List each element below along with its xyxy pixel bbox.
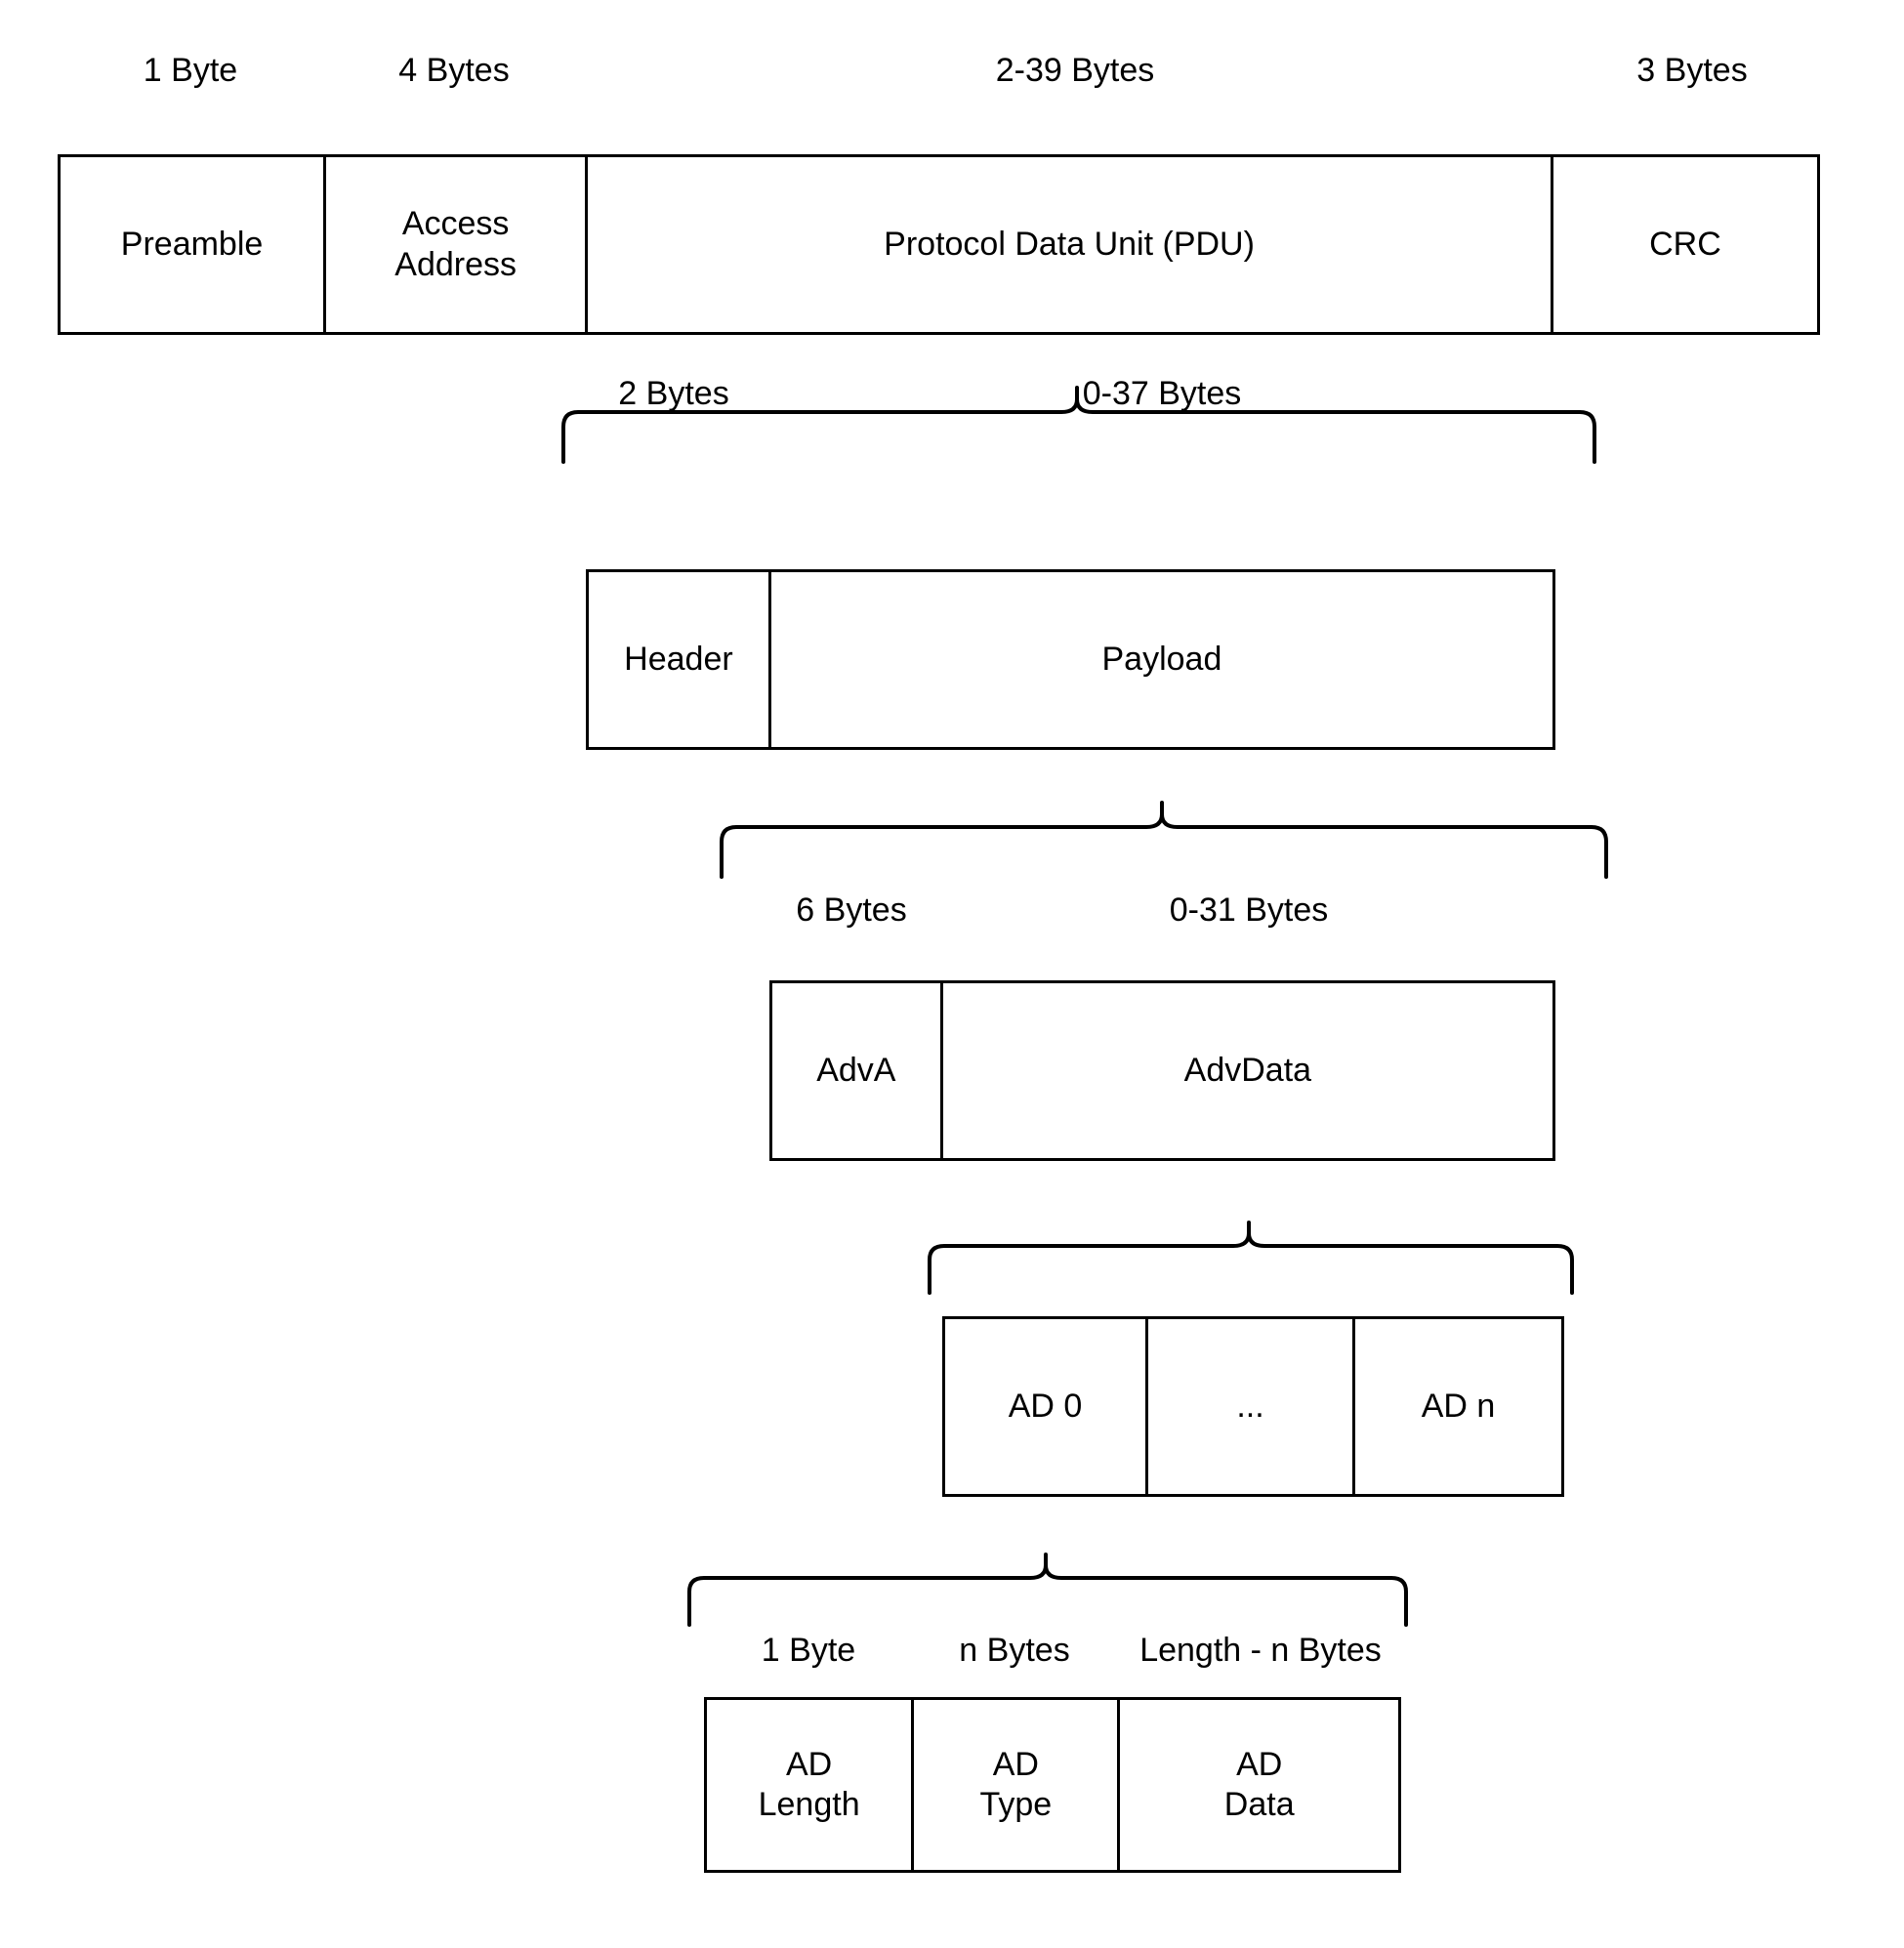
size-label-preamble: 1 Byte xyxy=(143,52,238,89)
size-label-adva: 6 Bytes xyxy=(796,891,907,929)
brace-ad-structure xyxy=(687,1553,1408,1627)
field-crc: CRC xyxy=(1552,157,1817,332)
field-pdu: Protocol Data Unit (PDU) xyxy=(588,157,1553,332)
size-label-crc: 3 Bytes xyxy=(1636,52,1748,89)
brace-advdata xyxy=(928,1221,1574,1295)
field-ad-data: AD Data xyxy=(1120,1700,1398,1870)
size-label-ad-length: 1 Byte xyxy=(761,1632,856,1669)
size-label-payload: 0-37 Bytes xyxy=(1082,375,1242,412)
field-adva: AdvA xyxy=(772,983,943,1158)
field-ad-length: AD Length xyxy=(707,1700,915,1870)
payload-row: AdvA AdvData xyxy=(769,980,1555,1161)
size-label-ad-data: Length - n Bytes xyxy=(1139,1632,1382,1669)
field-ad-ellipsis: ... xyxy=(1148,1319,1356,1494)
size-label-ad-type: n Bytes xyxy=(959,1632,1070,1669)
link-layer-packet-row: Preamble Access Address Protocol Data Un… xyxy=(58,154,1820,335)
brace-pdu xyxy=(561,386,1596,464)
field-access-address: Access Address xyxy=(326,157,589,332)
brace-payload xyxy=(720,801,1608,879)
field-preamble: Preamble xyxy=(61,157,327,332)
size-label-pdu: 2-39 Bytes xyxy=(995,52,1155,89)
ad-structure-row: AD Length AD Type AD Data xyxy=(704,1697,1401,1873)
advdata-row: AD 0 ... AD n xyxy=(942,1316,1564,1497)
field-header: Header xyxy=(589,572,771,747)
field-payload: Payload xyxy=(770,572,1552,747)
pdu-row: Header Payload xyxy=(586,569,1555,750)
field-ad-type: AD Type xyxy=(914,1700,1121,1870)
size-label-header: 2 Bytes xyxy=(618,375,729,412)
size-label-access-address: 4 Bytes xyxy=(398,52,510,89)
field-ad-n: AD n xyxy=(1355,1319,1561,1494)
field-ad-0: AD 0 xyxy=(945,1319,1149,1494)
size-label-advdata: 0-31 Bytes xyxy=(1169,891,1329,929)
field-advdata: AdvData xyxy=(942,983,1552,1158)
